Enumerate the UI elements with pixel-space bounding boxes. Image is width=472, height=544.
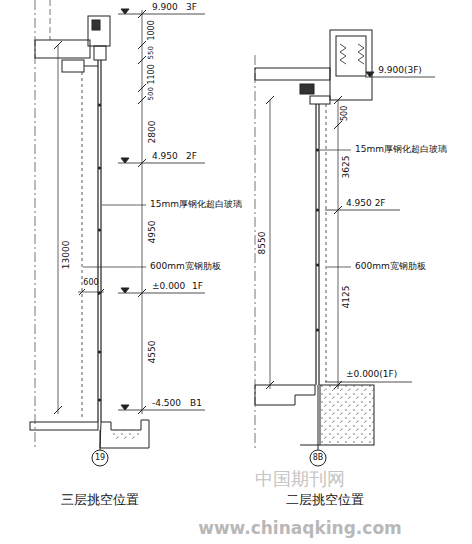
watermark: 中国期刊网 [255, 469, 345, 489]
dimension-text: 8550 [257, 232, 267, 255]
level-name: 3F [186, 3, 197, 13]
level-value: 9.900(3F) [378, 66, 422, 76]
cap-detail [92, 20, 100, 30]
dimension-text: 3625 [341, 156, 351, 179]
ground-slab [255, 385, 315, 405]
cap-detail [336, 36, 366, 76]
dimension-text: 13000 [62, 241, 72, 270]
axis-line [35, 0, 36, 450]
leader-line [102, 205, 146, 206]
glass-pane [318, 104, 319, 385]
level-value: -4.500 [152, 399, 181, 409]
bracket [62, 60, 84, 72]
material-note: 15mm厚钢化超白玻璃 [150, 200, 242, 210]
glass-pane [100, 60, 101, 422]
dimension-line [270, 100, 271, 389]
pit [100, 420, 149, 448]
foundation [320, 385, 374, 445]
clamp [94, 46, 106, 60]
dimension-text: 4550 [147, 341, 157, 364]
cap-box [88, 16, 110, 46]
dimension-text: 2800 [147, 121, 157, 144]
leader-line [327, 267, 351, 268]
floor-slab [255, 68, 330, 80]
steel-rib-edge [326, 104, 327, 382]
dimension-line [338, 100, 339, 389]
watermark: www.chinaqking.com [198, 519, 402, 538]
dimension-text: 4950 [147, 221, 157, 244]
dimension-text: 1000 [148, 20, 157, 40]
view-caption: 三层挑空位置 [61, 493, 139, 507]
level-value: 4.950 [152, 152, 178, 162]
dimension-text: 500 [148, 87, 156, 100]
level-name: B1 [190, 399, 202, 409]
dimension-text: 550 [148, 46, 156, 59]
level-value: ±0.000 [152, 282, 185, 292]
axis-number: 19 [95, 454, 105, 463]
level-name: 2F [186, 152, 197, 162]
level-name: 1F [192, 282, 203, 292]
leader-line [320, 150, 351, 151]
cap-box [330, 30, 372, 100]
view-caption: 二层挑空位置 [286, 493, 364, 507]
axis-bubble [92, 450, 108, 466]
material-note: 600mm宽钢肋板 [355, 262, 426, 272]
bracket-arm [84, 66, 98, 67]
level-value: ±0.000(1F) [346, 370, 397, 380]
steel-rib-edge [82, 72, 83, 420]
dimension-text: 4125 [341, 286, 351, 309]
axis-bubble [310, 450, 326, 466]
clamp [310, 96, 330, 104]
dimension-text: 1100 [148, 64, 157, 84]
axis-number: 8B [313, 454, 324, 463]
glass-pane [97, 60, 98, 422]
floor-slab [35, 40, 90, 58]
axis-line [50, 0, 51, 40]
level-value: 9.900 [152, 3, 178, 13]
level-value: 4.950 2F [346, 199, 386, 209]
material-note: 15mm厚钢化超白玻璃 [355, 145, 447, 155]
dimension-text: 600 [83, 279, 98, 288]
dimension-line [58, 45, 59, 414]
dimension-line [142, 10, 143, 414]
leader-line [83, 267, 146, 268]
basement-slab [30, 422, 98, 430]
dimension-text: 500 [342, 105, 351, 120]
material-note: 600mm宽钢肋板 [150, 262, 221, 272]
glass-pane [315, 104, 316, 385]
